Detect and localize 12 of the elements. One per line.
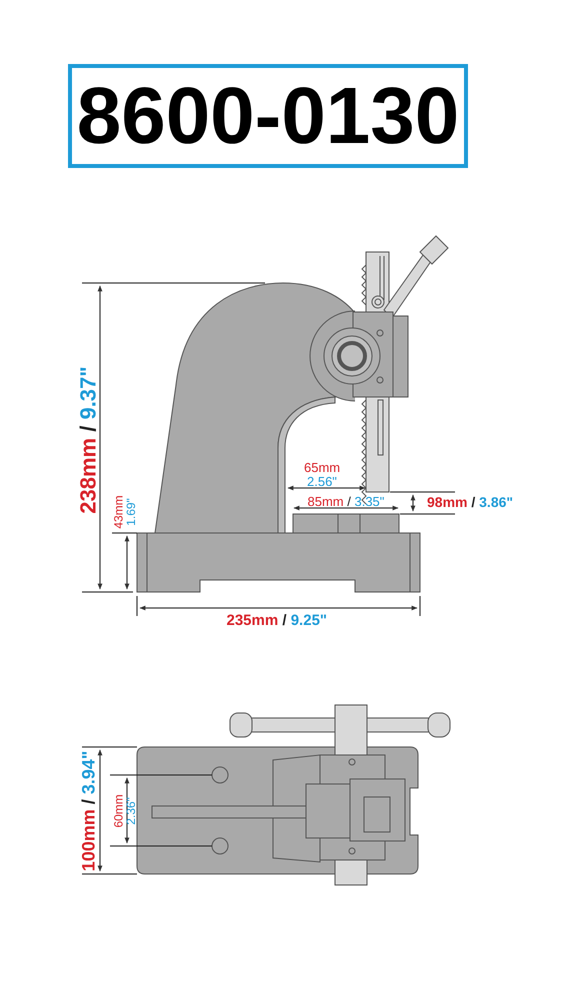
dimension-label: 1.69" [124, 498, 137, 526]
dimension-label: 60mm [112, 794, 124, 828]
part-number-title: 8600-0130 [68, 64, 468, 168]
dimension-label: 98mm / 3.86" [427, 495, 514, 509]
dimension-label: 43mm [112, 495, 124, 529]
dimension-label: 100mm / 3.94" [78, 750, 97, 872]
dimension-label: 65mm [304, 460, 340, 474]
dimension-label: 2.56" [307, 474, 337, 488]
dimension-label: 235mm / 9.25" [226, 612, 328, 628]
dimension-label: 2.36" [124, 797, 137, 825]
dimension-label: 85mm / 3.35" [308, 494, 384, 508]
dimension-label: 238mm / 9.37" [77, 366, 100, 514]
